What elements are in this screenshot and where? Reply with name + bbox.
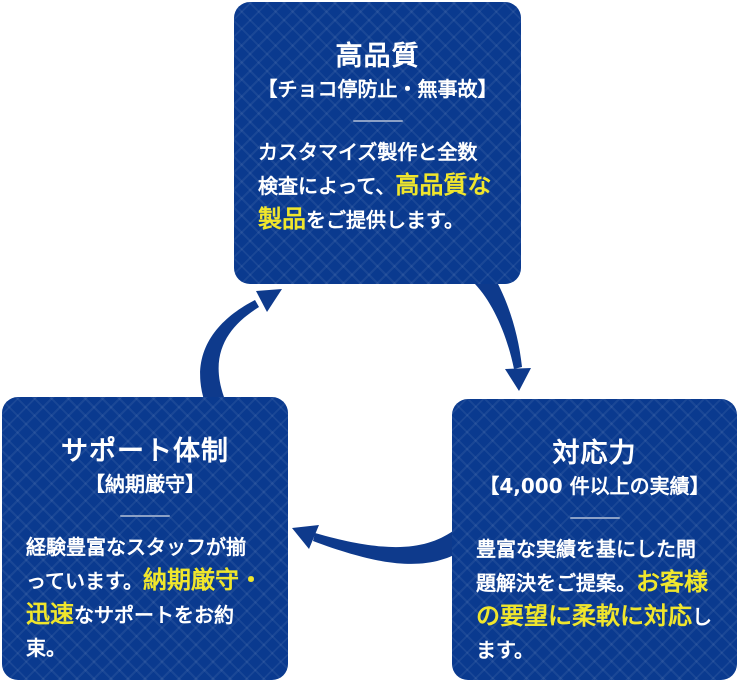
card-divider [120,515,170,517]
arrow-quality-to-response-shaft [475,270,522,369]
card-divider [569,517,620,519]
feature-card-quality: 高品質 【チョコ停防止・無事故】 カスタマイズ製作と全数検査によって、高品質な製… [234,2,521,284]
arrow-response-to-support-icon [292,525,465,564]
arrow-quality-to-response-icon [475,270,531,391]
card-title: 高品質 [335,41,420,72]
body-highlight: 高品質な製品 [258,171,492,233]
body-text-before: カスタマイズ製作と全数検査によって、 [258,140,478,198]
arrow-support-to-quality-icon [200,289,282,403]
arrow-response-to-support-head [292,525,319,549]
arrow-response-to-support-shaft [313,531,465,564]
body-text-after: をご提供します。 [306,208,464,232]
card-subtitle: 【納期厳守】 [85,472,205,496]
feature-card-response: 対応力 【4,000 件以上の実績】 豊富な実績を基にした問題解決をご提案。お客… [452,399,737,680]
body-highlight: お客様の要望に柔軟に対応 [476,568,708,630]
body-text-after: します。 [476,605,712,662]
feature-card-support: サポート体制 【納期厳守】 経験豊富なスタッフが揃っています。納期厳守・迅速なサ… [2,397,288,680]
card-body: カスタマイズ製作と全数検査によって、高品質な製品をご提供します。 [258,136,497,237]
card-title: サポート体制 [61,436,229,467]
arrow-quality-to-response-head [505,368,531,391]
card-body: 豊富な実績を基にした問題解決をご提案。お客様の要望に柔軟に対応します。 [476,533,713,667]
card-body: 経験豊富なスタッフが揃っています。納期厳守・迅速なサポートをお約束。 [26,531,264,665]
card-subtitle: 【4,000 件以上の実績】 [479,474,710,498]
body-text-after: なサポートをお約束。 [26,603,234,660]
body-text-before: 豊富な実績を基にした問題解決をご提案。 [476,537,696,595]
card-subtitle: 【チョコ停防止・無事故】 [257,77,498,101]
arrow-support-to-quality-head [256,289,282,312]
body-highlight: 納期厳守・迅速 [26,566,263,628]
card-title: 対応力 [552,438,637,469]
card-divider [352,120,403,122]
arrow-support-to-quality-shaft [200,300,259,403]
body-text-before: 経験豊富なスタッフが揃っています。 [26,535,246,593]
